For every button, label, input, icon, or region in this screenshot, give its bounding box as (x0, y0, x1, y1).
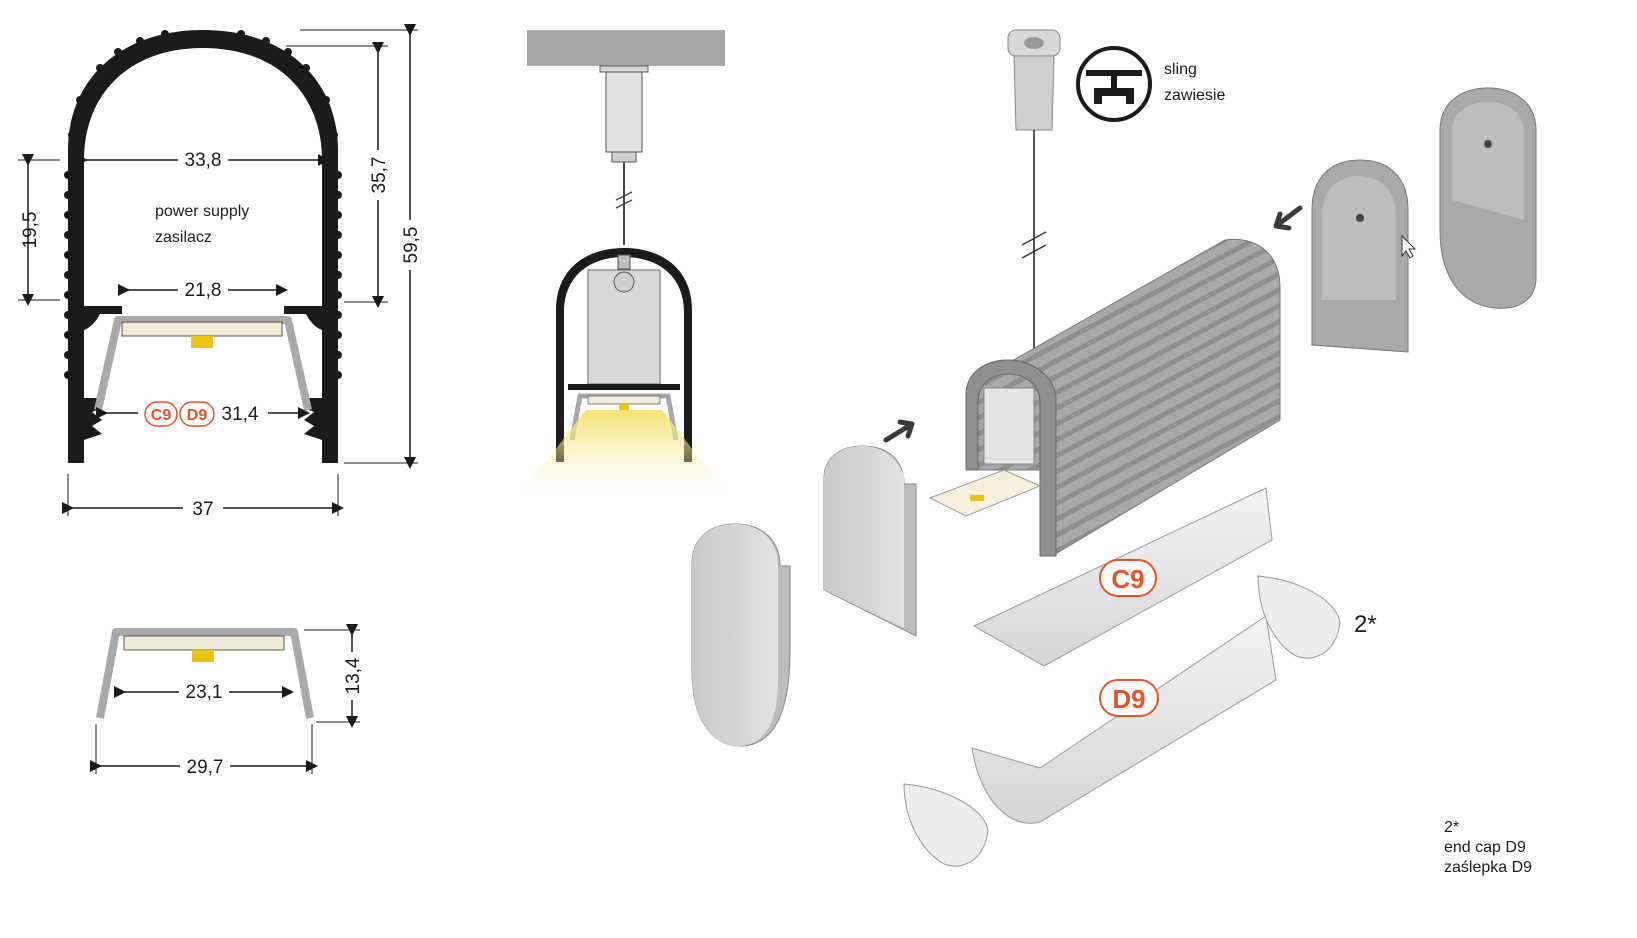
dim-left-height: 19,5 (20, 212, 41, 249)
end-cap-front-round (691, 523, 791, 747)
end-cap-back-small (1311, 159, 1409, 353)
label-d9: D9 (1112, 684, 1145, 714)
sling-tube (1013, 55, 1055, 131)
ceiling (527, 30, 725, 66)
power-supply-label: power supply (155, 203, 249, 220)
arrow-icon (1273, 205, 1303, 231)
dim-cover-inner: 23,1 (186, 682, 223, 703)
sling-label: sling (1164, 61, 1197, 78)
badge-d9-large (1099, 679, 1159, 717)
diffuser-d9 (971, 615, 1277, 824)
cover-led-strip (123, 635, 285, 651)
end-cap-d9-left (903, 783, 989, 867)
label-endcap: 2* (1354, 611, 1377, 638)
badge-c9 (144, 401, 178, 427)
dim-inner-width: 33,8 (185, 150, 222, 171)
cover-section: 23,1 13,4 29,7 (90, 624, 364, 779)
badge-d9-text: D9 (187, 407, 208, 424)
dim-total-width: 37 (192, 499, 213, 520)
end-cap-front-flat (823, 445, 917, 637)
dim-channel: 21,8 (185, 280, 222, 301)
end-cap-back-large (1439, 87, 1537, 309)
label-c9: C9 (1111, 564, 1144, 594)
note-line-2: end cap D9 (1444, 839, 1526, 856)
cursor-icon (1401, 234, 1417, 259)
dim-inner-height: 35,7 (369, 157, 390, 194)
mini-led-chip-icon (619, 404, 629, 410)
end-cap-d9-right (1257, 575, 1341, 659)
zawiesie-label: zawiesie (1164, 87, 1225, 104)
ceiling-mount (599, 65, 649, 73)
light-beam (520, 410, 728, 495)
zasilacz-label: zasilacz (155, 229, 212, 246)
note-line-3: zaślepka D9 (1444, 859, 1532, 876)
note-line-1: 2* (1444, 819, 1459, 836)
cover-led-chip-icon (192, 650, 214, 662)
mounting-flange-right (284, 306, 322, 330)
led-strip (121, 321, 283, 337)
sling-icon (1076, 46, 1152, 122)
cover-shape (96, 628, 314, 719)
profile-front-face (965, 359, 1057, 557)
cross-section: 33,8 19,5 35,7 59,5 21,8 power supply za… (18, 24, 422, 521)
exploded-power-supply (983, 387, 1035, 465)
sling-body (605, 71, 643, 153)
suspended-section (520, 30, 728, 495)
mounting-flange-left (84, 306, 122, 330)
dim-cover-width: 29,7 (187, 757, 224, 778)
exploded-view: sling zawiesie (691, 29, 1537, 876)
dim-cover-height: 13,4 (343, 657, 364, 694)
badge-c9-large (1099, 559, 1157, 597)
dim-opening: 31,4 (222, 404, 259, 425)
dim-total-height: 59,5 (401, 227, 422, 264)
badge-d9 (179, 401, 215, 427)
badge-c9-text: C9 (151, 407, 172, 424)
profile-serrations (64, 30, 342, 379)
led-chip-icon (191, 336, 213, 348)
led-module-tray (928, 469, 1042, 517)
cover-profile (94, 316, 312, 411)
arrow-icon-2 (883, 419, 915, 443)
